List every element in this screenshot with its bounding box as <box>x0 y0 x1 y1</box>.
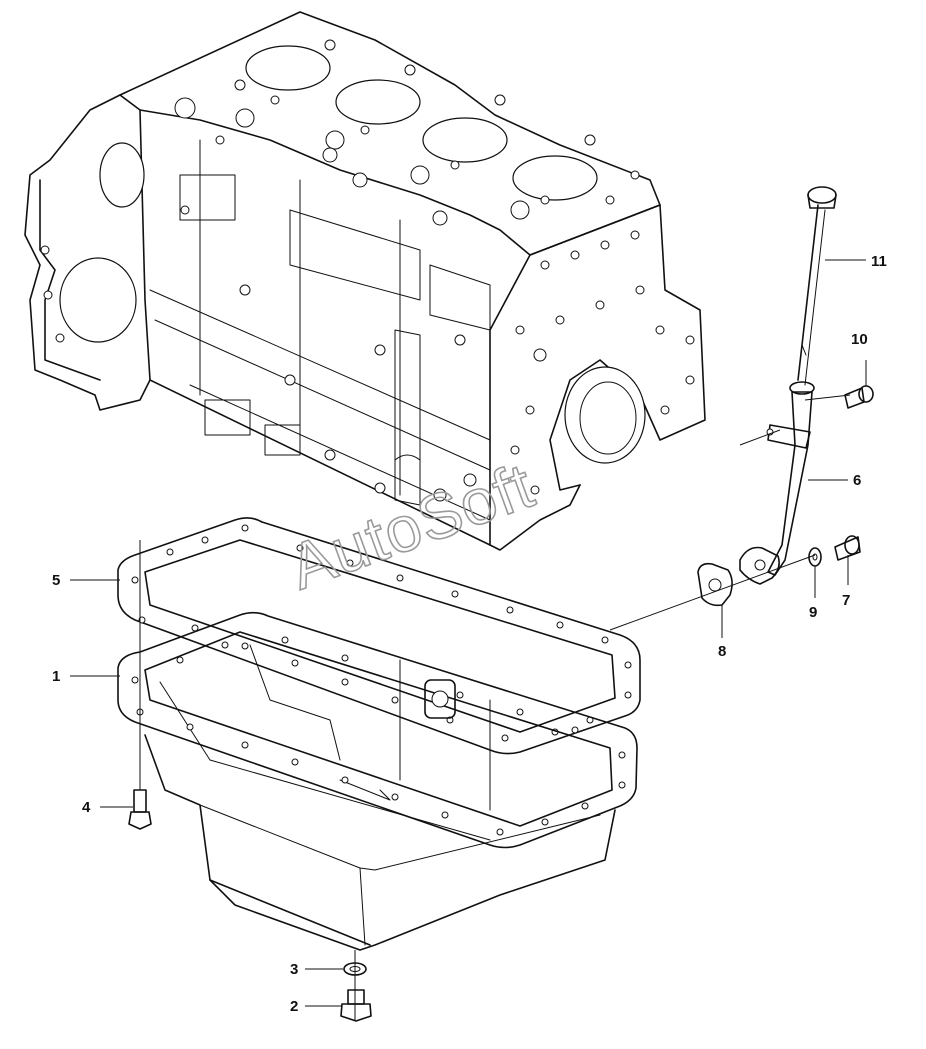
callout-9: 9 <box>809 604 817 621</box>
tube-flange-gasket <box>697 562 733 607</box>
dipstick <box>797 186 837 386</box>
callout-10: 10 <box>851 331 868 348</box>
oil-pan <box>117 611 638 951</box>
callout-7: 7 <box>842 592 850 609</box>
callout-11: 11 <box>871 253 887 270</box>
callout-2: 2 <box>290 998 298 1015</box>
callout-8: 8 <box>718 643 726 660</box>
watermark-text: AutoSoft <box>280 449 543 603</box>
callout-1: 1 <box>52 668 60 685</box>
callout-6: 6 <box>853 472 861 489</box>
leader-lines <box>70 259 867 1007</box>
callout-5: 5 <box>52 572 60 589</box>
oil-pan-gasket <box>117 517 641 755</box>
bracket-bolt <box>844 385 874 409</box>
tube-bolt <box>834 535 861 561</box>
dipstick-tube <box>739 381 815 585</box>
callout-3: 3 <box>290 961 298 978</box>
drain-plug <box>340 989 372 1022</box>
callout-4: 4 <box>82 799 91 816</box>
engine-block <box>24 11 706 551</box>
callout-labels: 1 2 3 4 5 6 7 8 9 10 11 <box>52 253 887 1015</box>
assembly-lines <box>139 394 851 1020</box>
